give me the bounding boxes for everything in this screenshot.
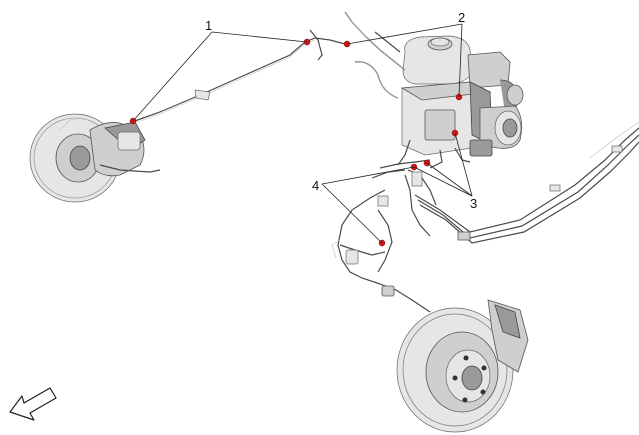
leader-lines bbox=[132, 23, 473, 244]
abs-hydraulic-unit bbox=[397, 81, 523, 169]
front-brake-line bbox=[331, 189, 431, 313]
junction-lines bbox=[371, 159, 437, 237]
master-cylinder-reservoir bbox=[402, 35, 524, 113]
front-brake-assembly bbox=[396, 299, 529, 433]
main-brake-line-bundle bbox=[414, 121, 639, 244]
rear-brake-assembly bbox=[29, 113, 161, 203]
vehicle-front-direction-arrow-icon bbox=[9, 387, 57, 421]
rear-brake-line bbox=[131, 29, 346, 125]
callout-4: 4 bbox=[312, 178, 319, 193]
callout-3: 3 bbox=[470, 196, 477, 211]
reservoir-hoses bbox=[344, 11, 406, 99]
callout-2: 2 bbox=[458, 10, 465, 25]
callout-1: 1 bbox=[205, 18, 212, 33]
